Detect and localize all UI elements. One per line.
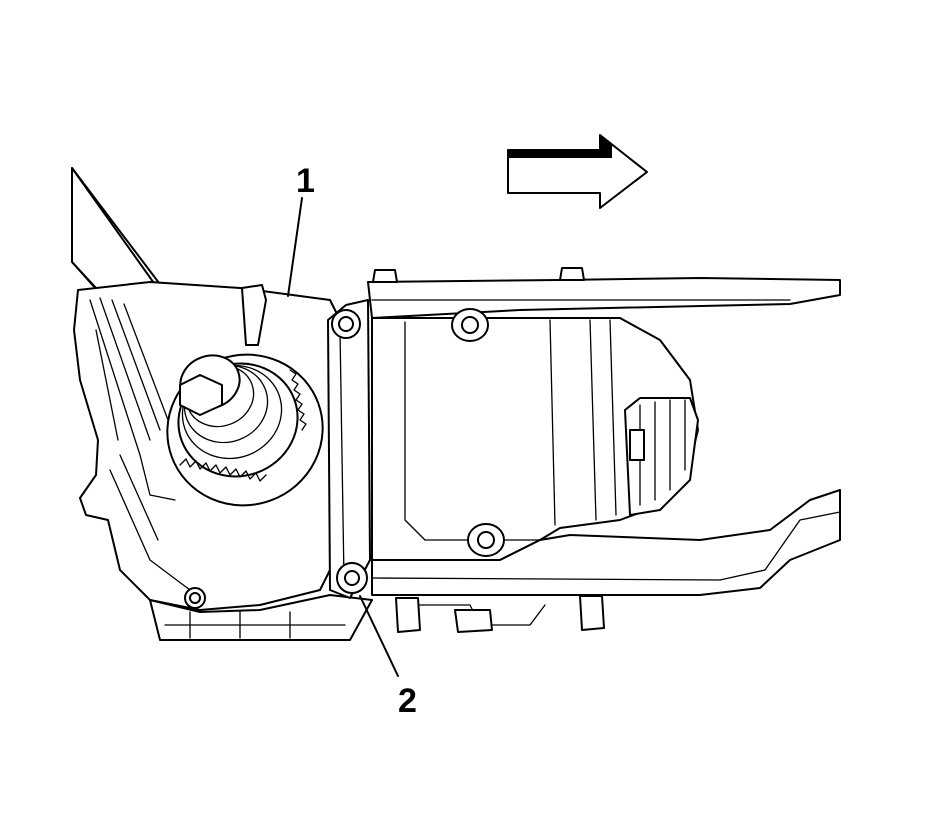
frame-crossmember [327, 267, 841, 633]
callout-label-1: 1 [296, 162, 315, 200]
leader-line-2 [359, 595, 399, 677]
frame-bolt-upper [451, 308, 489, 342]
callout-bolt-2 [336, 562, 368, 594]
callout-label-2: 2 [398, 682, 417, 720]
frame-bolt-lower [467, 523, 505, 557]
leader-line-1 [287, 197, 303, 297]
callout-bolt-1 [331, 309, 361, 339]
arrow-right-icon [507, 134, 648, 209]
cv-boot [166, 353, 324, 507]
